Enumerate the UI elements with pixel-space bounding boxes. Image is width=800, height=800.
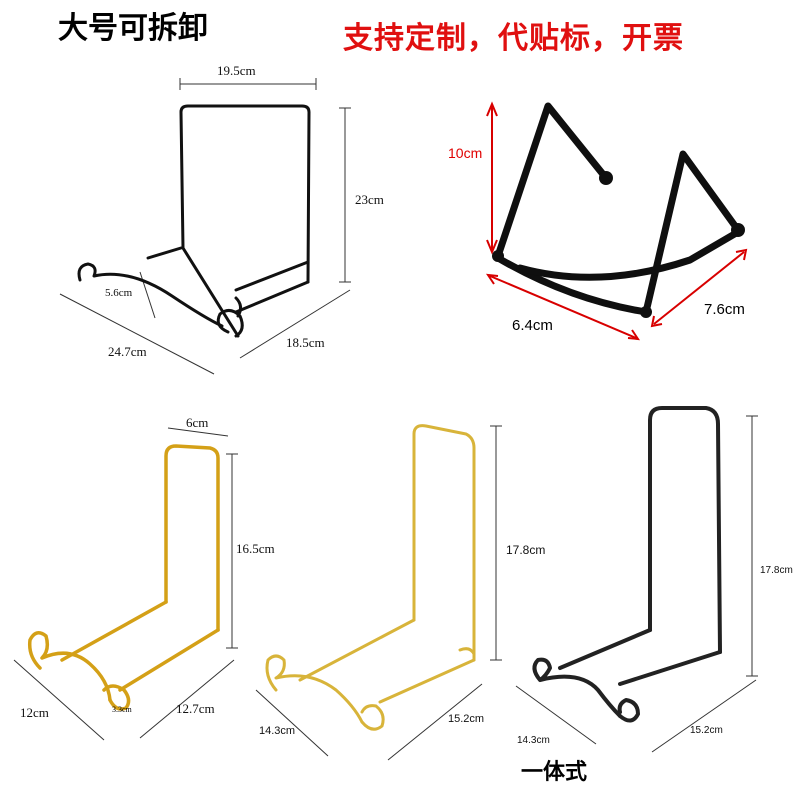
stand-black-tall-dimension-lines bbox=[515, 415, 758, 753]
stand-black-tall-right-label: 15.2cm bbox=[690, 725, 723, 736]
stand-small-ball-ends bbox=[492, 171, 745, 318]
stand-large-base-label: 24.7cm bbox=[108, 344, 147, 359]
stand-large-lip-label: 5.6cm bbox=[105, 287, 133, 299]
stand-gold-small-lip-label: 3.3cm bbox=[112, 705, 132, 714]
title-customization-note: 支持定制，代贴标，开票 bbox=[343, 21, 684, 56]
stand-gold-tall-height-label: 17.8cm bbox=[506, 543, 546, 557]
stand-gold-small-top-label: 6cm bbox=[186, 415, 209, 430]
one-piece-label: 一体式 bbox=[521, 760, 588, 785]
title-detachable-large: 大号可拆卸 bbox=[58, 11, 208, 46]
stand-large-width-label: 19.5cm bbox=[217, 63, 256, 78]
stand-gold-small-height-label: 16.5cm bbox=[236, 541, 275, 556]
stand-gold-small-frame bbox=[27, 444, 220, 711]
stand-large-height-label: 23cm bbox=[355, 192, 384, 207]
stand-black-tall-height-label: 17.8cm bbox=[760, 565, 793, 576]
stand-small-width-label: 6.4cm bbox=[512, 317, 553, 334]
stand-gold-tall-dimension-lines bbox=[255, 425, 502, 761]
stand-small-height-label: 10cm bbox=[448, 145, 483, 161]
stand-large-frame bbox=[77, 104, 311, 338]
stand-gold-tall-frame bbox=[265, 424, 476, 731]
stand-small-frame bbox=[494, 102, 742, 316]
stand-large-dimension-lines bbox=[59, 78, 351, 375]
stand-black-tall-frame bbox=[532, 406, 722, 723]
stand-large-depth-label: 18.5cm bbox=[286, 335, 325, 350]
stand-gold-small-left-label: 12cm bbox=[20, 705, 49, 720]
stand-gold-small-depth-label: 12.7cm bbox=[176, 701, 215, 716]
stand-gold-tall-right-label: 15.2cm bbox=[448, 713, 485, 725]
stand-gold-tall-left-label: 14.3cm bbox=[259, 725, 296, 737]
stand-gold-small-dimension-lines bbox=[13, 427, 238, 741]
stand-small-depth-label: 7.6cm bbox=[704, 301, 745, 318]
stand-black-tall-left-label: 14.3cm bbox=[517, 735, 550, 746]
stand-small-dimension-lines bbox=[485, 101, 748, 341]
